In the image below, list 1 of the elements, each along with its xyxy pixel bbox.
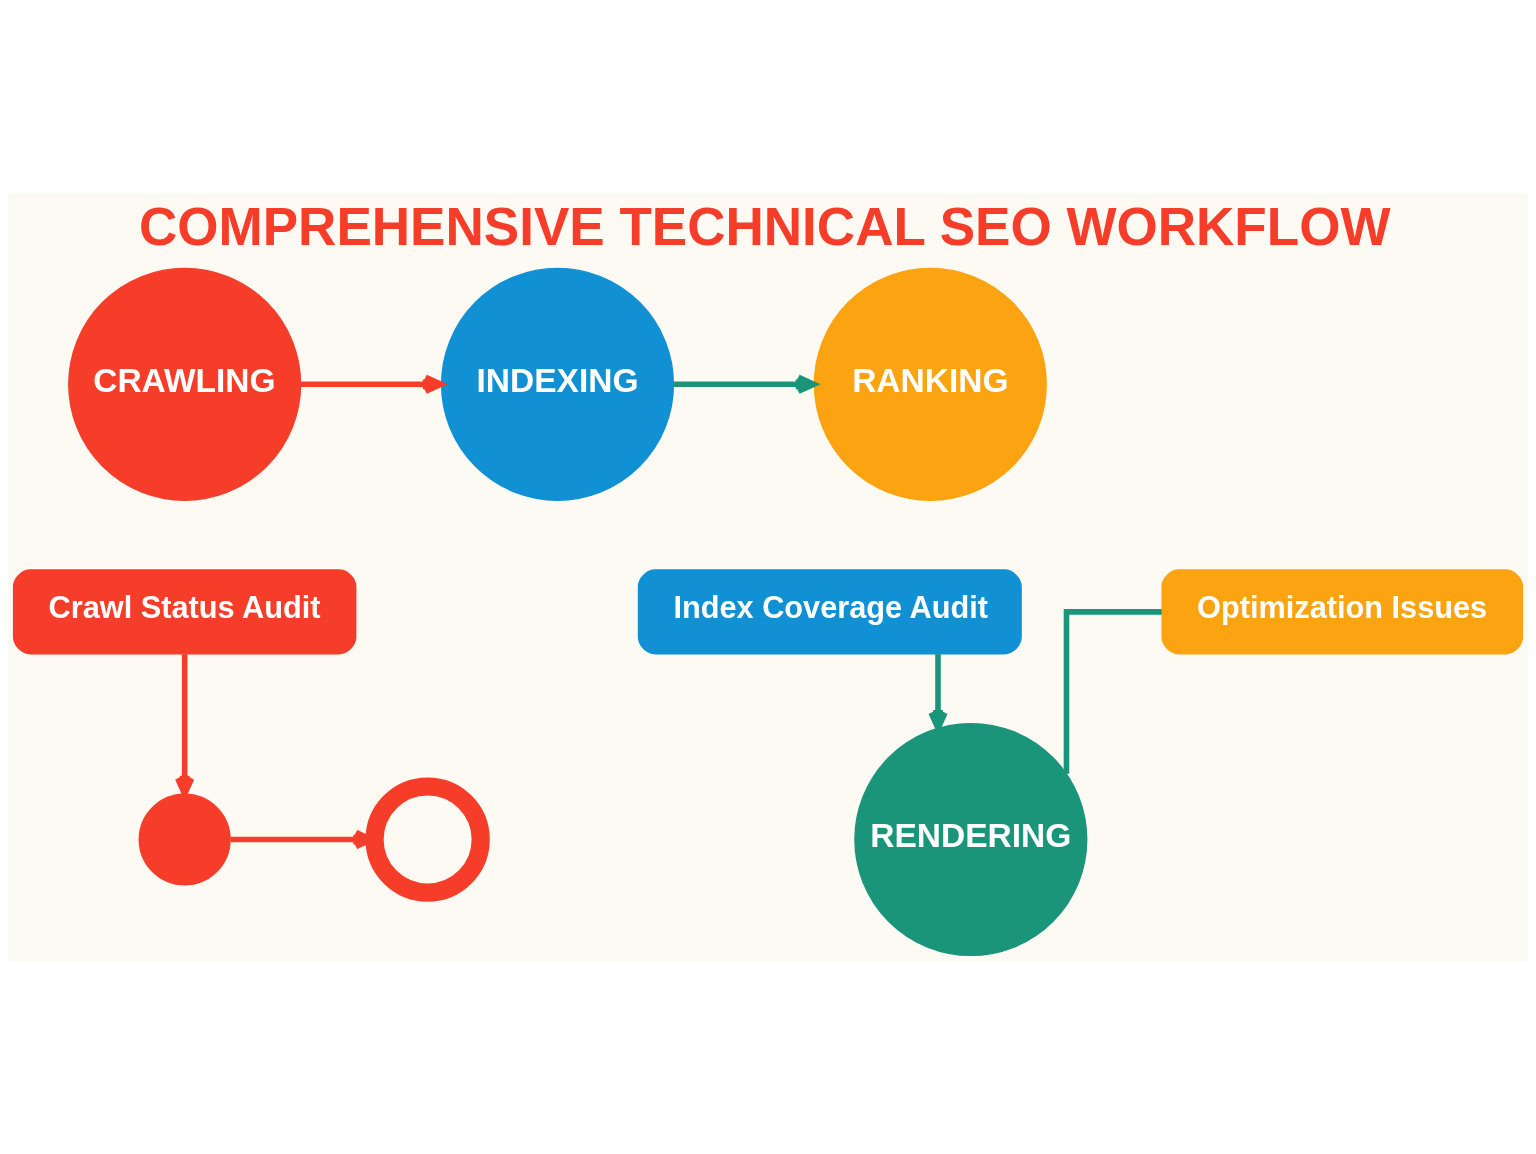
diagram-title: COMPREHENSIVE TECHNICAL SEO WORKFLOW (138, 197, 1391, 257)
